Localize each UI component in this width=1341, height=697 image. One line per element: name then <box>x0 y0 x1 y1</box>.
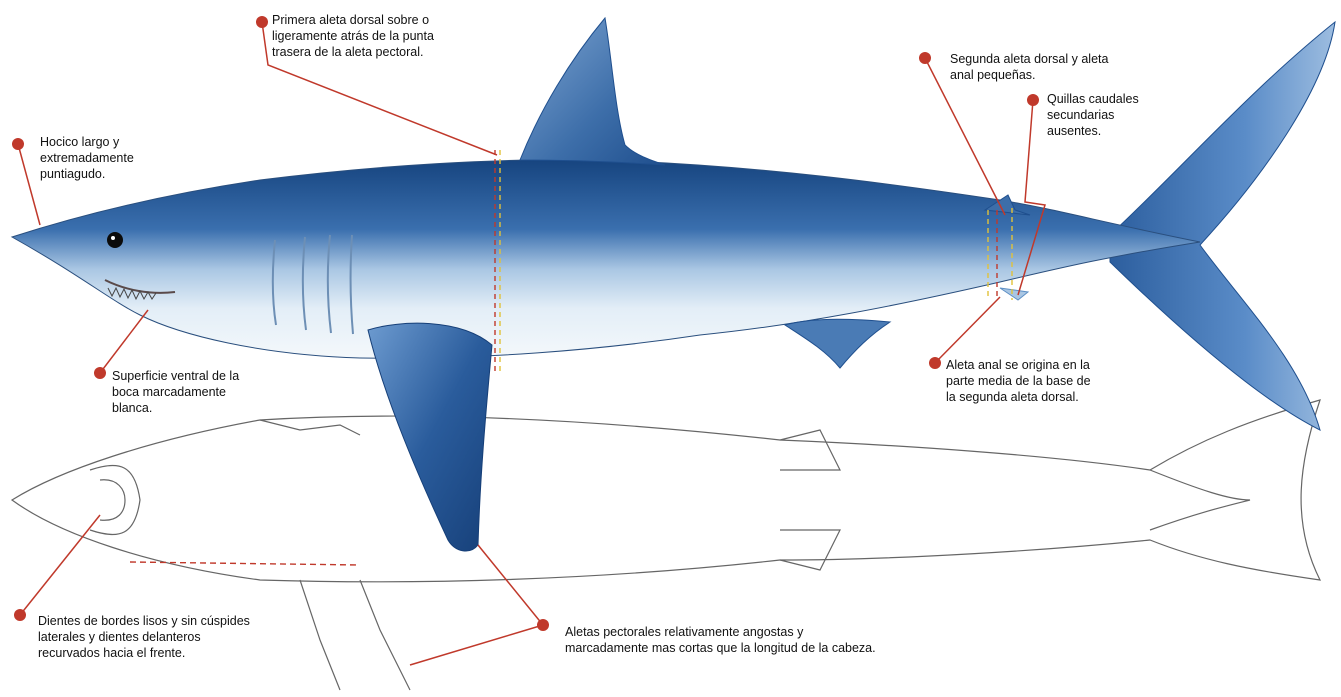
first-dorsal-fin <box>520 18 665 165</box>
dot-dorsal2 <box>919 52 931 64</box>
annotation-snout: Hocico largo y extremadamente puntiagudo… <box>40 134 134 182</box>
annotation-dorsal2: Segunda aleta dorsal y aleta anal pequeñ… <box>950 51 1108 83</box>
caudal-fin <box>1110 22 1335 430</box>
pelvic-fin <box>785 319 890 368</box>
leader-anal <box>935 297 1000 363</box>
dot-pectoral <box>537 619 549 631</box>
annotation-pectoral: Aletas pectorales relativamente angostas… <box>565 624 876 656</box>
annotation-anal: Aleta anal se origina en la parte media … <box>946 357 1091 405</box>
dot-keels <box>1027 94 1039 106</box>
shark-body <box>12 160 1200 359</box>
annotation-dorsal1: Primera aleta dorsal sobre o ligeramente… <box>272 12 434 60</box>
eye <box>107 232 123 248</box>
annotation-ventral: Superficie ventral de la boca marcadamen… <box>112 368 239 416</box>
anal-fin <box>1000 288 1028 300</box>
leader-teeth <box>20 515 100 615</box>
dot-teeth <box>14 609 26 621</box>
annotation-keels: Quillas caudales secundarias ausentes. <box>1047 91 1139 139</box>
leader-ventral <box>100 310 148 373</box>
annotation-teeth: Dientes de bordes lisos y sin cúspides l… <box>38 613 250 661</box>
dot-dorsal1 <box>256 16 268 28</box>
leader-pectoral-2 <box>410 625 543 665</box>
dot-ventral <box>94 367 106 379</box>
leader-snout <box>18 144 40 225</box>
dot-snout <box>12 138 24 150</box>
dot-anal <box>929 357 941 369</box>
pectoral-fin <box>368 323 492 551</box>
leader-pectoral <box>478 545 543 625</box>
